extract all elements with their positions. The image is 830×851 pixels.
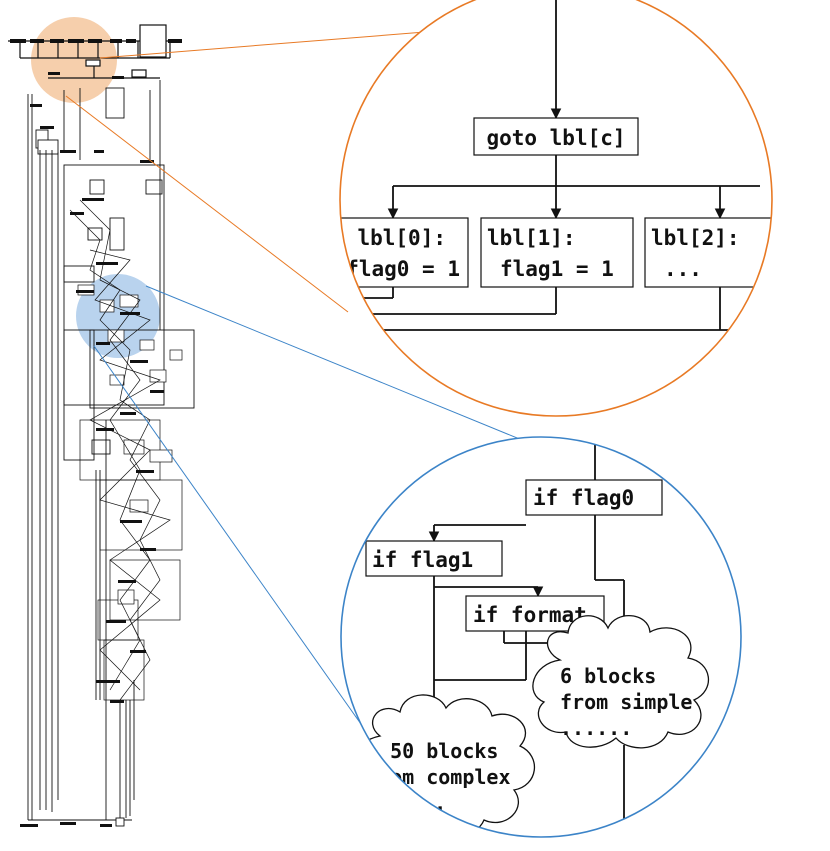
cloud-simple-blocks xyxy=(532,615,710,749)
case-0-assign: flag0 = 1 xyxy=(346,257,460,281)
case-2-label: lbl[2]: xyxy=(651,226,740,250)
goto-dispatch-label: goto lbl[c] xyxy=(486,126,625,150)
top-zoom-circle: goto lbl[c] lbl[0]: flag0 = 1 lbl[1]: fl… xyxy=(339,0,773,417)
top-region-highlight xyxy=(31,17,117,103)
overview-body xyxy=(27,80,195,827)
cloud-simple-line1: 6 blocks xyxy=(560,664,656,688)
overview-block-marks xyxy=(20,104,164,827)
if-flag0-label: if flag0 xyxy=(533,486,634,510)
if-format-label: if format xyxy=(473,603,587,627)
case-1-label: lbl[1]: xyxy=(487,226,576,250)
if-flag0-block xyxy=(525,479,663,516)
if-flag1-block xyxy=(365,540,503,577)
bottom-region-highlight xyxy=(76,274,160,358)
cloud-simple-line2: from simple xyxy=(560,690,692,714)
overview-cfg-thumbnail xyxy=(8,17,195,827)
if-flag1-label: if flag1 xyxy=(372,548,473,572)
case-block-1 xyxy=(480,217,634,288)
bottom-zoom-circle: if flag0 if flag1 if format 6 blocks fro… xyxy=(340,436,742,838)
case-2-ellipsis: ... xyxy=(664,257,702,281)
goto-dispatch-block xyxy=(473,117,639,156)
overview-dense-cluster xyxy=(69,199,183,701)
case-block-0 xyxy=(340,217,469,288)
case-1-assign: flag1 = 1 xyxy=(500,257,614,281)
cloud-complex-line2: from complex xyxy=(366,765,511,789)
case-0-label: lbl[0]: xyxy=(357,226,446,250)
bottom-zoom-connectors xyxy=(93,285,523,735)
case-block-2 xyxy=(644,217,772,288)
cloud-simple-line3: ...... xyxy=(560,716,632,740)
overview-thick-marks xyxy=(10,39,182,79)
cloud-complex-line1: > 50 blocks xyxy=(366,739,498,763)
